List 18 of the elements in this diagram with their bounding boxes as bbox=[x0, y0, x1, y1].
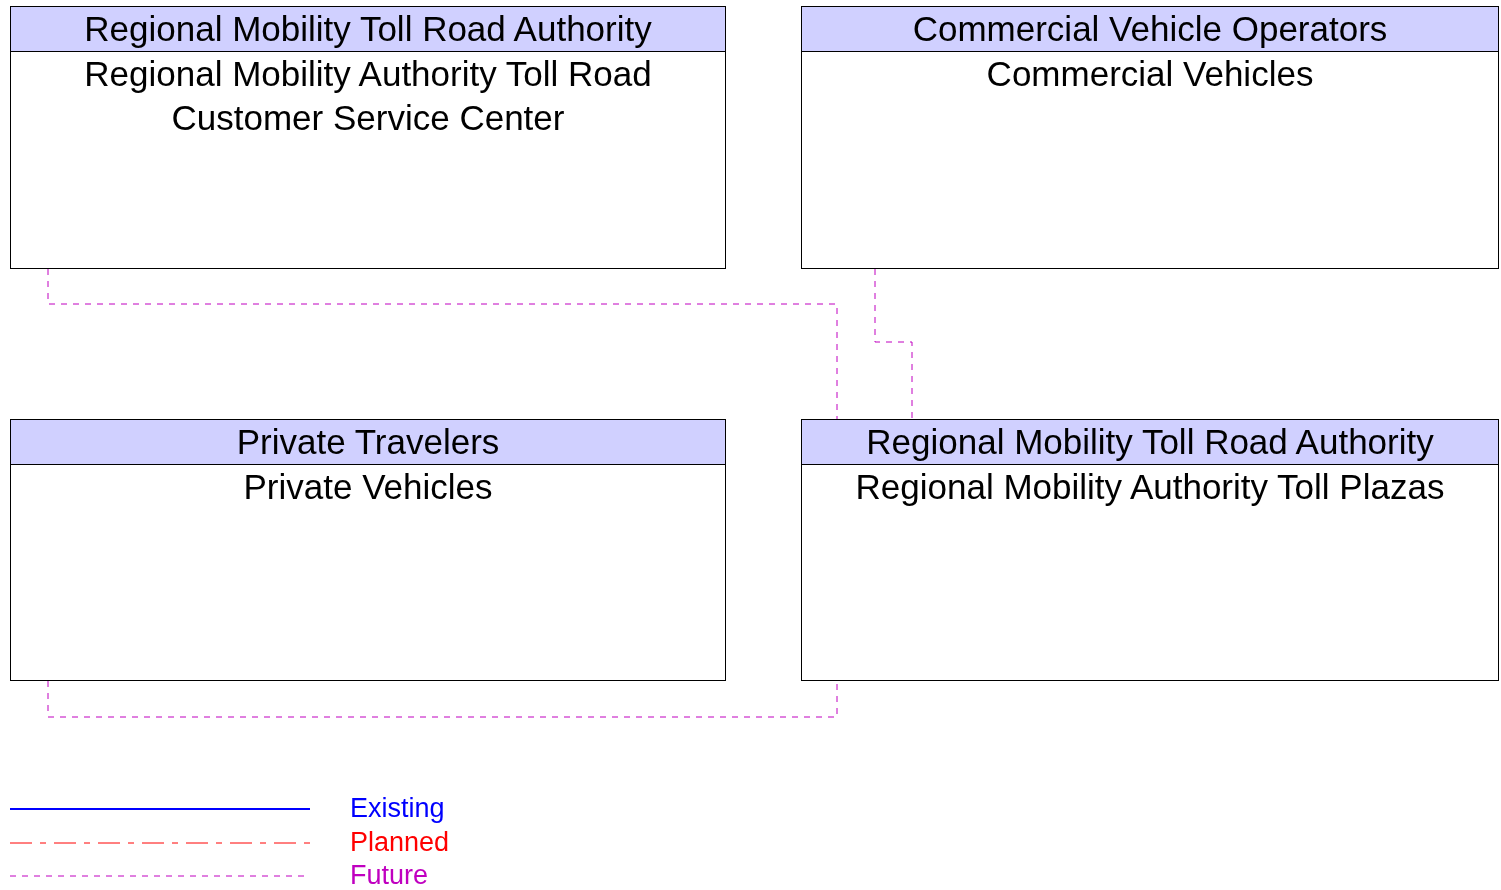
system-box bbox=[801, 419, 1499, 681]
connector-line bbox=[874, 268, 913, 420]
system-name: Regional Mobility Authority Toll Road Customer Service Center bbox=[83, 53, 653, 139]
organization-header: Private Travelers bbox=[236, 421, 500, 463]
system-box bbox=[801, 6, 1499, 269]
legend-label: Future bbox=[350, 860, 429, 890]
system-name: Regional Mobility Authority Toll Plazas bbox=[855, 466, 1445, 508]
organization-header: Commercial Vehicle Operators bbox=[912, 8, 1388, 50]
organization-header: Regional Mobility Toll Road Authority bbox=[84, 8, 652, 50]
system-box bbox=[10, 6, 726, 269]
system-name: Private Vehicles bbox=[243, 466, 493, 508]
legend-label: Existing bbox=[350, 793, 445, 823]
connector-line bbox=[47, 268, 838, 420]
legend-label: Planned bbox=[350, 827, 450, 857]
system-name: Commercial Vehicles bbox=[986, 53, 1314, 95]
system-box bbox=[10, 419, 726, 681]
connector-line bbox=[47, 680, 838, 718]
organization-header: Regional Mobility Toll Road Authority bbox=[866, 421, 1434, 463]
